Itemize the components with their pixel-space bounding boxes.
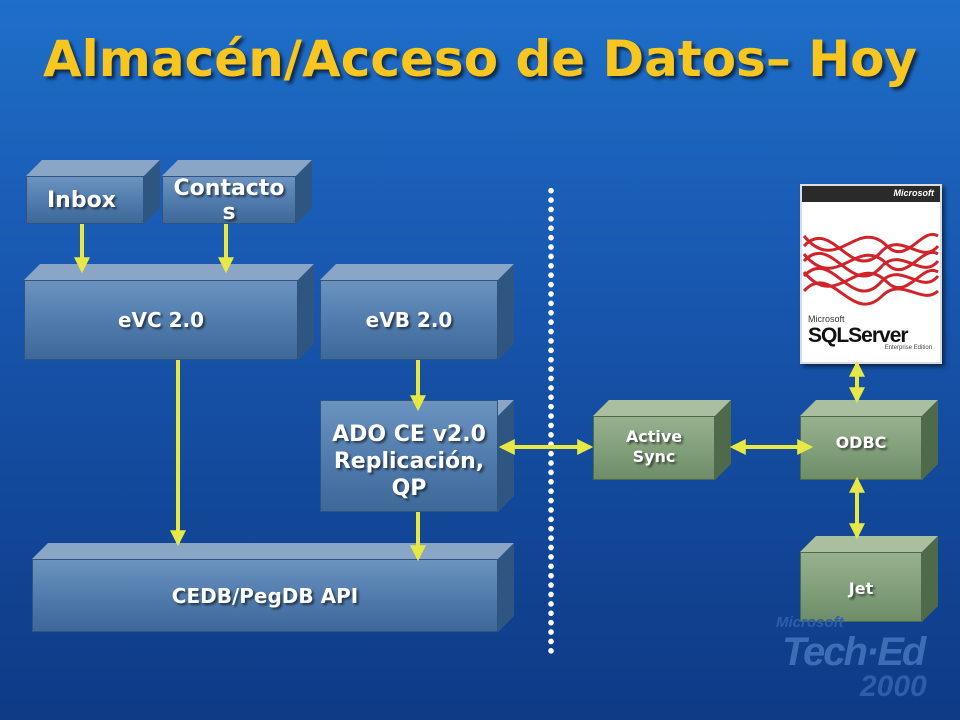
slide-title: Almacén/Acceso de Datos– Hoy <box>42 30 918 88</box>
odbc-box: ODBC <box>800 400 938 480</box>
adoce-label: ADO CE v2.0 Replicación, QP <box>320 400 498 512</box>
jet-label: Jet <box>800 552 922 622</box>
contactos-label: Contacto s <box>162 176 296 225</box>
sql-wave-graphic <box>802 232 940 306</box>
cedb-label: CEDB/PegDB API <box>32 559 498 632</box>
activesync-label: Active Sync <box>593 416 715 480</box>
evb-box: eVB 2.0 <box>320 264 514 360</box>
logo-teched-text: Tech·Ed <box>782 630 926 674</box>
contactos-box: Contacto s <box>162 160 312 225</box>
evc-label: eVC 2.0 <box>24 280 298 360</box>
sql-server-product-image: Microsoft Microsoft SQLServer Enterprise… <box>800 184 942 364</box>
evb-label: eVB 2.0 <box>320 280 498 360</box>
jet-box: Jet <box>800 536 938 622</box>
odbc-label: ODBC <box>800 416 922 480</box>
dotted-divider <box>547 186 555 656</box>
teched-logo: Microsoft Tech·Ed 2000 <box>776 612 946 712</box>
activesync-box: Active Sync <box>593 400 731 480</box>
sql-brand-badge: Microsoft <box>893 188 935 198</box>
logo-year-text: 2000 <box>860 670 927 703</box>
sql-product-name: SQLServer <box>808 324 909 347</box>
sql-ms-text: Microsoft <box>808 314 845 324</box>
logo-ms-text: Microsoft <box>776 614 844 631</box>
sql-box-band <box>802 186 940 202</box>
sql-edition-text: Enterprise Edition <box>884 345 932 351</box>
inbox-label: Inbox <box>26 176 144 224</box>
cedb-box: CEDB/PegDB API <box>32 543 514 632</box>
evc-box: eVC 2.0 <box>24 264 314 360</box>
inbox-box: Inbox <box>26 160 160 224</box>
